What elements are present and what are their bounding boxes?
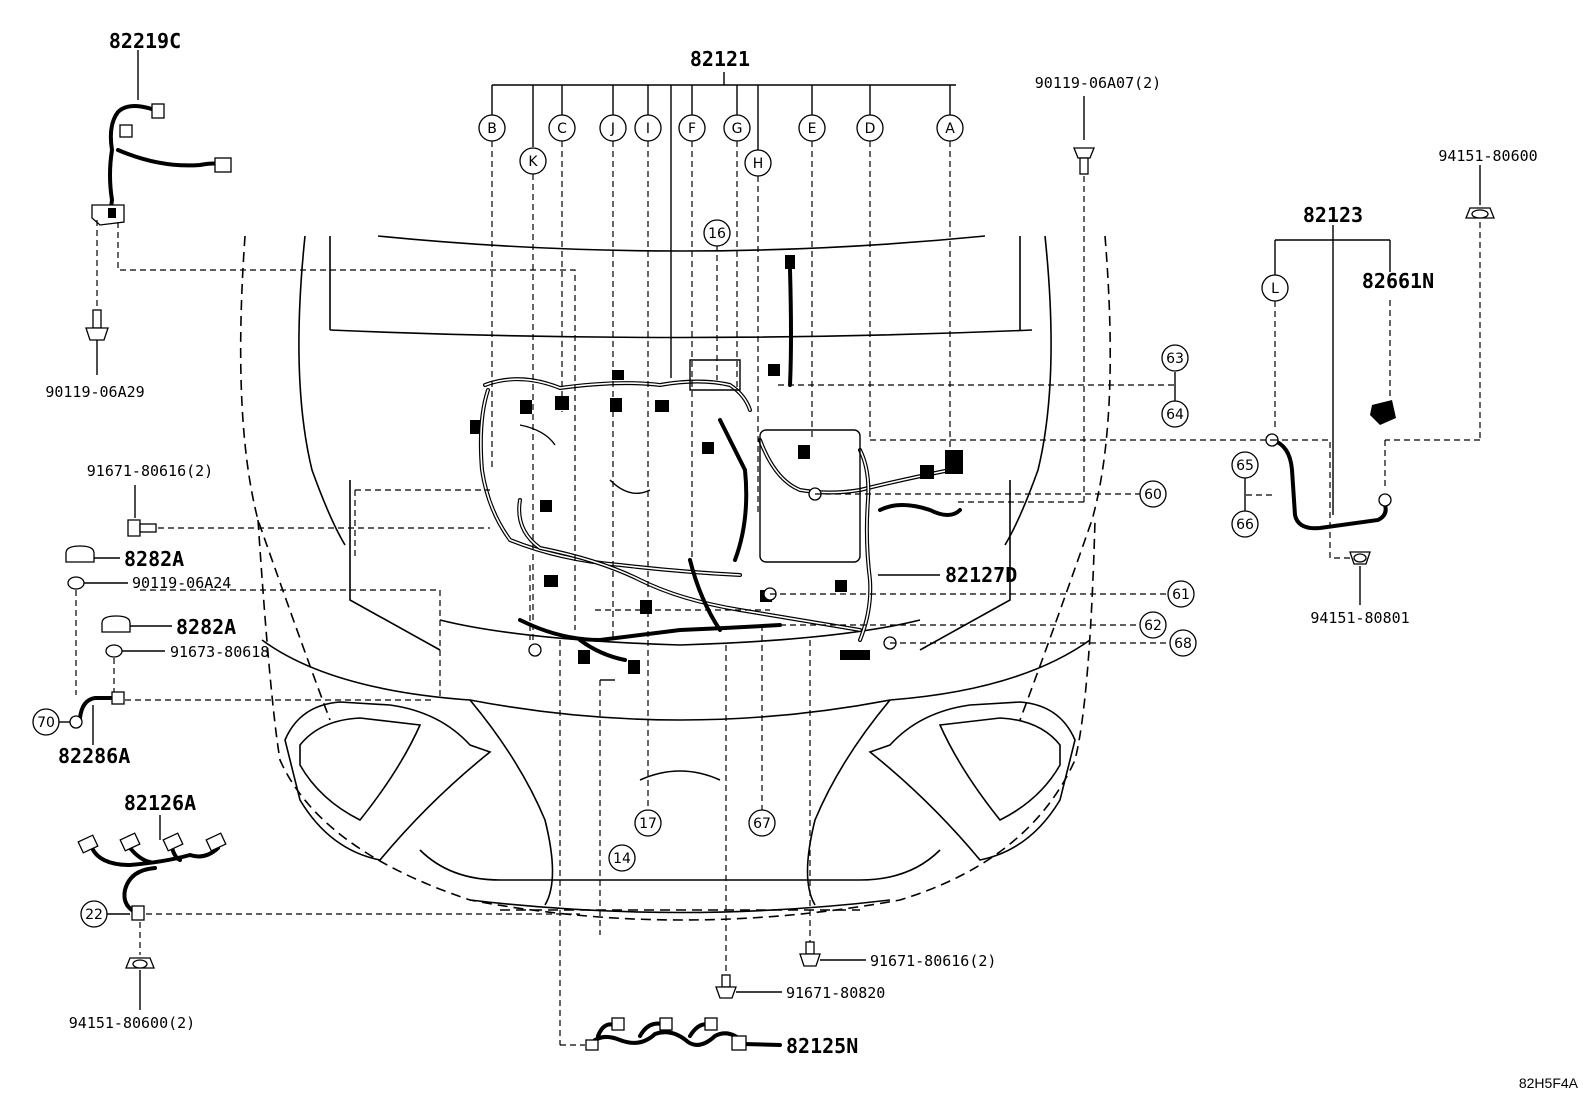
connector-letter-e: E — [798, 114, 826, 142]
svg-text:67: 67 — [753, 816, 771, 832]
callout-64: 64 — [1161, 400, 1189, 428]
clip-94151-80600-top — [1384, 165, 1495, 490]
svg-text:64: 64 — [1166, 407, 1184, 423]
illustration-code: 82H5F4A — [1519, 1075, 1579, 1091]
connector-letter-a: A — [936, 114, 964, 142]
svg-text:F: F — [688, 121, 696, 137]
part-label-82121: 82121 — [690, 47, 750, 71]
part-label-94151-80801: 94151-80801 — [1310, 609, 1409, 627]
connector-letter-f: F — [678, 114, 706, 142]
callout-65: 65 — [1231, 451, 1259, 479]
part-82219c-harness — [85, 50, 576, 630]
svg-text:62: 62 — [1144, 618, 1162, 634]
bolt-91671-80616-left — [127, 485, 490, 537]
svg-text:17: 17 — [639, 816, 657, 832]
svg-text:E: E — [808, 121, 817, 137]
connector-letter-j: J — [599, 114, 627, 142]
connector-letter-b: B — [478, 114, 506, 142]
bolt-91673-80618 — [105, 644, 165, 692]
part-label-94151-80600-bottom: 94151-80600(2) — [69, 1014, 195, 1032]
svg-text:A: A — [945, 121, 955, 137]
svg-text:16: 16 — [708, 226, 726, 242]
part-label-91673-80618: 91673-80618 — [170, 643, 269, 661]
misc-leaders — [354, 489, 770, 640]
svg-text:J: J — [610, 121, 615, 137]
part-label-91671-80616-left: 91671-80616(2) — [87, 462, 213, 480]
bolt-91671-80616-bottom — [799, 640, 866, 967]
right-callout-leaders — [760, 372, 1272, 644]
svg-text:60: 60 — [1144, 487, 1162, 503]
part-label-8282a-lower: 8282A — [176, 615, 236, 639]
svg-text:L: L — [1271, 281, 1279, 297]
part-label-90119-06a29: 90119-06A29 — [45, 383, 144, 401]
part-82126a-harness — [77, 815, 580, 1010]
part-label-82123: 82123 — [1303, 203, 1363, 227]
connector-letter-c: C — [548, 114, 576, 142]
part-8282a-upper — [65, 545, 120, 563]
callout-67: 67 — [748, 809, 776, 837]
callout-61: 61 — [1167, 580, 1195, 608]
bottom-callout-leaders — [559, 625, 763, 1046]
svg-text:65: 65 — [1236, 458, 1254, 474]
part-label-8282a-upper: 8282A — [124, 547, 184, 571]
connector-letter-h: H — [744, 149, 772, 177]
bolt-90119-06a07 — [955, 96, 1095, 503]
connector-letter-l: L — [1261, 274, 1289, 302]
part-label-82125n: 82125N — [786, 1034, 858, 1058]
vehicle-body-outline — [239, 235, 1112, 921]
svg-text:I: I — [646, 121, 650, 137]
part-label-91671-80820: 91671-80820 — [786, 984, 885, 1002]
bolt-91671-80820 — [715, 645, 782, 999]
svg-text:C: C — [557, 121, 567, 137]
part-8282a-lower — [101, 615, 172, 633]
svg-text:H: H — [753, 156, 764, 172]
part-label-90119-06a24: 90119-06A24 — [132, 574, 231, 592]
svg-text:G: G — [732, 121, 743, 137]
connector-letter-i: I — [634, 114, 662, 142]
connector-letter-d: D — [856, 114, 884, 142]
part-label-94151-80600-top: 94151-80600 — [1438, 147, 1537, 165]
part-label-82661n: 82661N — [1362, 269, 1434, 293]
connector-letter-g: G — [723, 114, 751, 142]
callout-60: 60 — [1139, 480, 1167, 508]
callout-66: 66 — [1231, 510, 1259, 538]
callout-62: 62 — [1139, 611, 1167, 639]
callout-70: 70 — [32, 708, 60, 736]
callout-16: 16 — [703, 219, 731, 247]
callout-63: 63 — [1161, 344, 1189, 372]
part-label-82286a: 82286A — [58, 744, 130, 768]
connector-letter-k: K — [519, 147, 547, 175]
callout-17: 17 — [634, 809, 662, 837]
svg-text:B: B — [487, 121, 497, 137]
svg-text:66: 66 — [1236, 517, 1254, 533]
svg-text:K: K — [528, 154, 538, 170]
svg-text:68: 68 — [1174, 636, 1192, 652]
part-label-91671-80616-bottom: 91671-80616(2) — [870, 952, 996, 970]
part-label-90119-06a07: 90119-06A07(2) — [1035, 74, 1161, 92]
svg-text:D: D — [865, 121, 876, 137]
svg-text:63: 63 — [1166, 351, 1184, 367]
svg-text:14: 14 — [613, 851, 631, 867]
callout-22: 22 — [80, 900, 108, 928]
callout-14: 14 — [608, 844, 636, 872]
callout-68: 68 — [1169, 629, 1197, 657]
part-82123-harness — [1245, 225, 1396, 605]
part-82286a-ground — [59, 691, 435, 745]
part-label-82126a: 82126A — [124, 791, 196, 815]
part-label-82127d: 82127D — [945, 563, 1017, 587]
82121-leader-group — [491, 72, 956, 640]
bolt-90119-06a24 — [67, 576, 441, 700]
part-82125n-harness — [585, 1017, 782, 1051]
svg-text:70: 70 — [37, 715, 55, 731]
part-label-82219c: 82219C — [109, 29, 181, 53]
svg-text:22: 22 — [85, 907, 103, 923]
svg-text:61: 61 — [1172, 587, 1190, 603]
